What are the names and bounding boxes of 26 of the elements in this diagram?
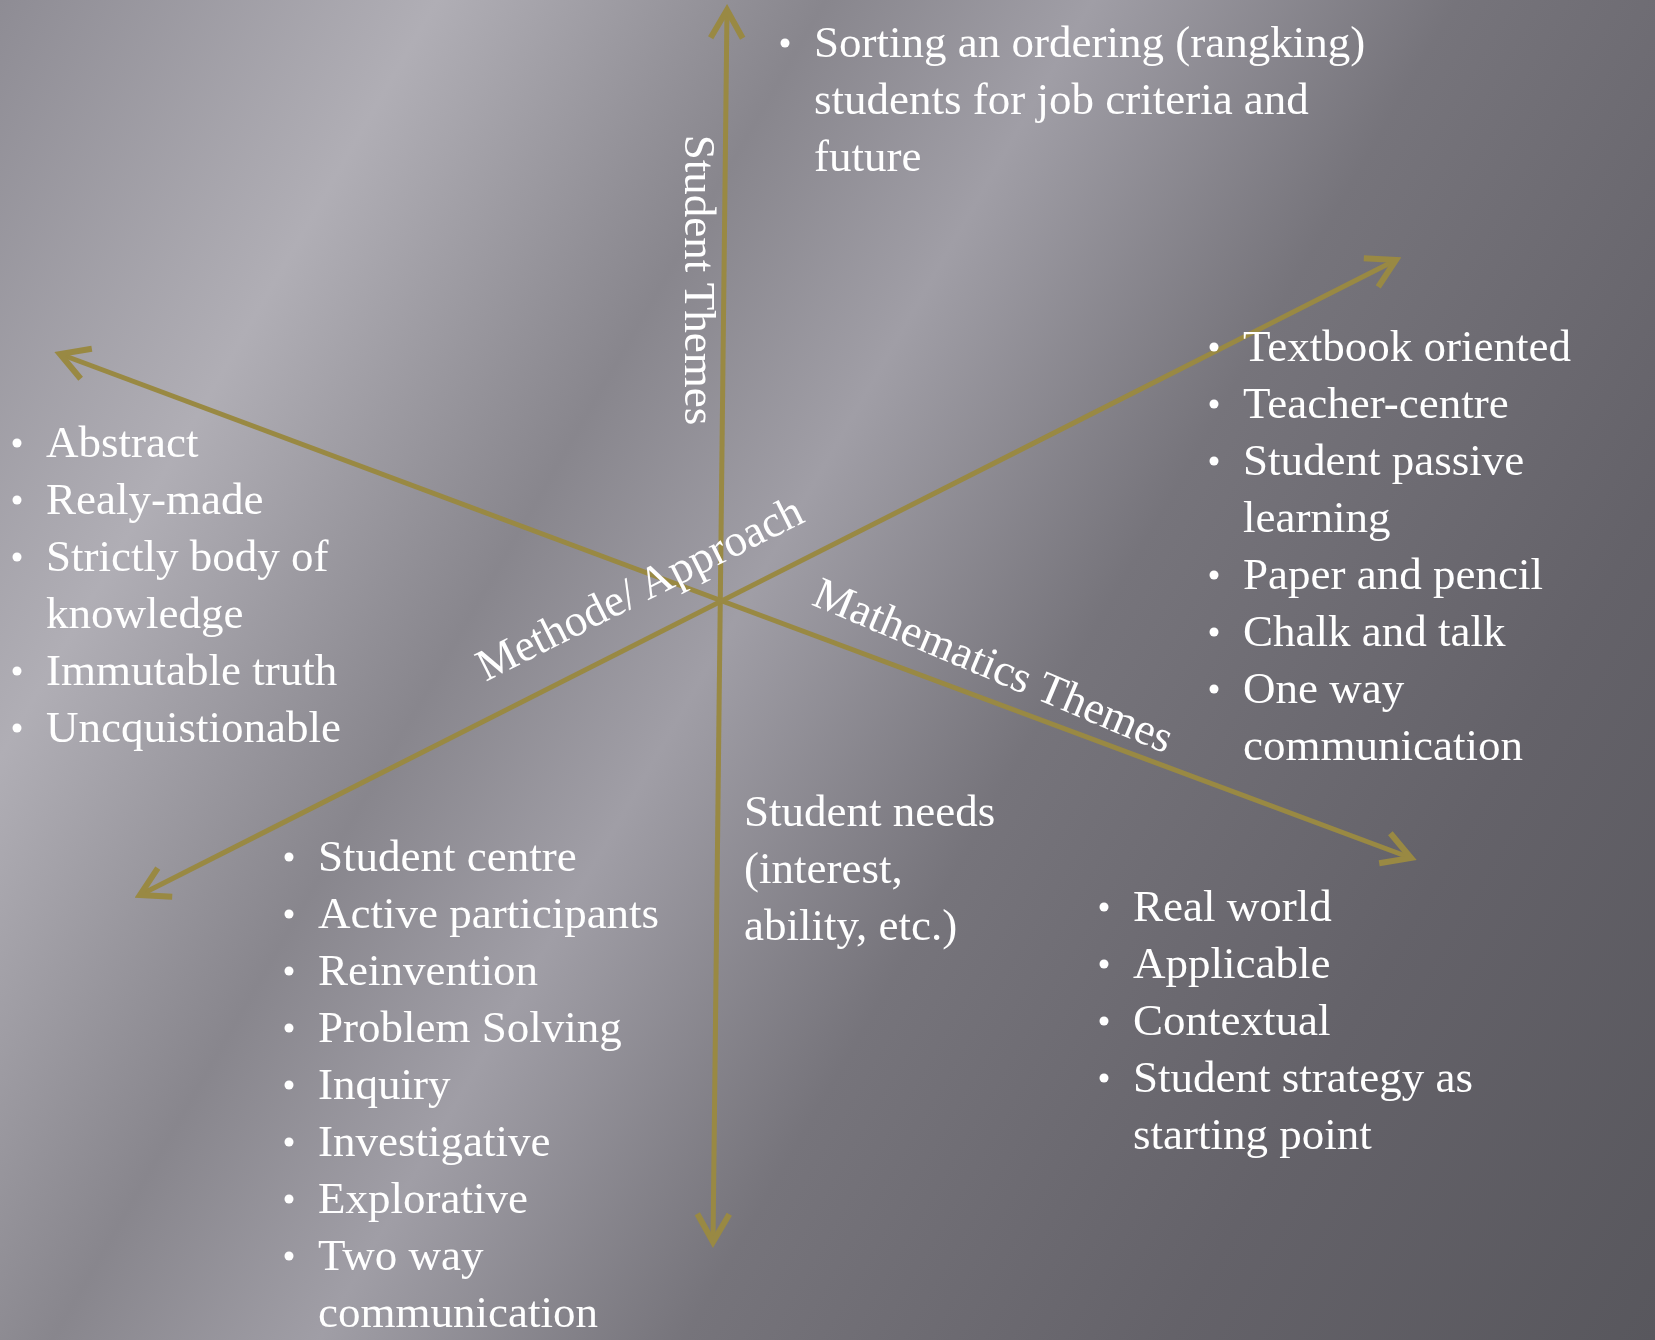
axis-label: Student Themes <box>675 134 726 426</box>
bullet-item: Strictly body of knowledge <box>46 531 329 638</box>
bullet-item: Paper and pencil <box>1243 549 1543 599</box>
bullet-item: Real world <box>1133 881 1332 931</box>
bullet-item: Teacher-centre <box>1243 378 1509 428</box>
bullet-item: Realy-made <box>46 474 264 524</box>
bullet-item: Investigative <box>318 1116 551 1166</box>
bullet-item: Contextual <box>1133 995 1331 1045</box>
bullet-item: Student passive learning <box>1243 435 1525 542</box>
bullet-item: One way communication <box>1243 663 1523 770</box>
bullet-item: Two way communication <box>318 1230 598 1337</box>
bullet-item: Reinvention <box>318 945 538 995</box>
bullet-item: Active participants <box>318 888 660 938</box>
bullet-item: Inquiry <box>318 1059 451 1109</box>
bullet-item: Explorative <box>318 1173 528 1223</box>
bullet-item: Student strategy as starting point <box>1133 1052 1473 1159</box>
bullet-item: Chalk and talk <box>1243 606 1506 656</box>
bullet-item: Abstract <box>46 417 199 467</box>
bullet-item: Problem Solving <box>318 1002 622 1052</box>
bullet-item: Uncquistionable <box>46 702 341 752</box>
bullet-item: Textbook oriented <box>1243 321 1571 371</box>
bullet-item: Applicable <box>1133 938 1331 988</box>
note-text: Student needs (interest, ability, etc.) <box>744 785 997 952</box>
bullet-item: Immutable truth <box>46 645 338 695</box>
bullet-item: Student centre <box>318 831 577 881</box>
bullet-item: Sorting an ordering (rangking) students for job criteria and future <box>814 17 1366 181</box>
